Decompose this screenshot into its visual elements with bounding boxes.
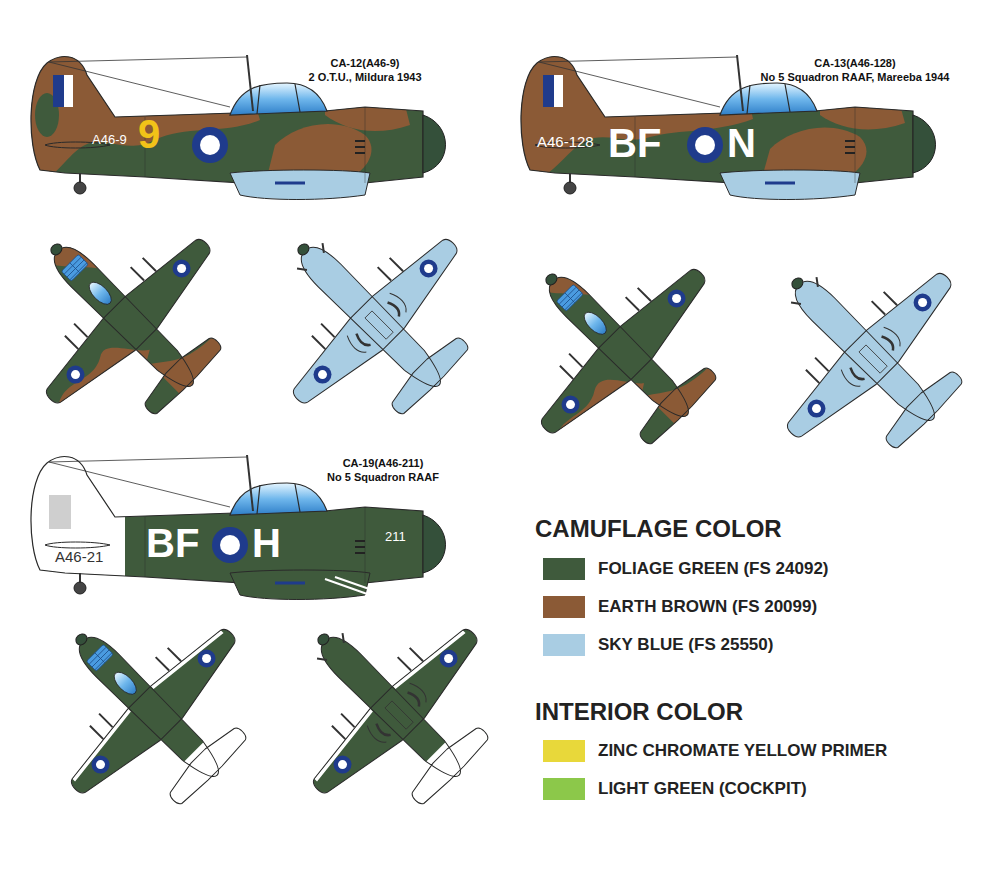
aircraft-code: N [727, 120, 756, 166]
side-profile [515, 45, 936, 200]
top-view [0, 558, 300, 858]
aircraft-code: 9 [138, 111, 160, 157]
top-view [467, 195, 772, 500]
serial-number: A46-21 [55, 548, 103, 565]
bottom-view [242, 558, 542, 858]
serial-number: A46-128 [537, 133, 594, 150]
legend-text: FOLIAGE GREEN (FS 24092) [598, 559, 829, 579]
caption-text: No 5 Squadron RAAF, Mareeba 1944 [761, 71, 950, 84]
legend-text: EARTH BROWN (FS 20099) [598, 597, 817, 617]
squadron-code: BF [146, 520, 199, 566]
aircraft-code: H [252, 520, 281, 566]
color-swatch [543, 596, 585, 618]
squadron-code: BF [608, 120, 661, 166]
caption-text: No 5 Squadron RAAF [327, 471, 439, 484]
caption-text: CA-12(A46-9) [330, 57, 399, 70]
legend-text: LIGHT GREEN (COCKPIT) [598, 779, 807, 799]
side-profile [25, 45, 446, 200]
caption-text: CA-19(A46-211) [343, 457, 424, 470]
serial-number: 211 [385, 530, 406, 545]
legend-heading: INTERIOR COLOR [535, 698, 743, 726]
caption-text: 2 O.T.U., Mildura 1943 [308, 71, 421, 84]
color-swatch [543, 740, 585, 762]
side-profile [25, 445, 446, 600]
top-view [0, 165, 277, 470]
serial-number: A46-9 [92, 133, 127, 148]
color-swatch [543, 558, 585, 580]
legend-text: ZINC CHROMATE YELLOW PRIMER [598, 741, 887, 761]
legend-text: SKY BLUE (FS 25550) [598, 635, 773, 655]
bottom-view [222, 168, 517, 463]
bottom-view [716, 202, 1000, 497]
color-swatch [543, 778, 585, 800]
caption-text: CA-13(A46-128) [814, 57, 895, 70]
legend-heading: CAMUFLAGE COLOR [535, 515, 782, 543]
color-swatch [543, 634, 585, 656]
